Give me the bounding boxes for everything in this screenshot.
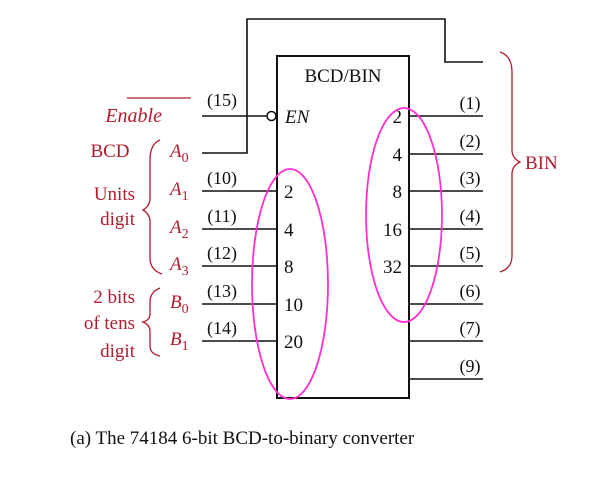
converter-block [276, 55, 410, 399]
input-pin-number: (12) [207, 243, 237, 264]
output-weight: 2 [393, 107, 403, 128]
output-weight: 32 [383, 257, 402, 278]
enable-pin-number: (15) [207, 90, 237, 111]
a0-feedback-wire [202, 18, 483, 154]
output-pin-number: (4) [460, 206, 481, 227]
bcd-label: BCD [90, 141, 129, 162]
bin-label: BIN [525, 153, 558, 174]
units-brace-icon [141, 139, 163, 275]
units-label: Units [94, 184, 135, 205]
input-name: A2 [168, 217, 189, 242]
caption: (a) The 74184 6-bit BCD-to-binary conver… [70, 428, 415, 449]
tens-label-1: 2 bits [93, 287, 135, 308]
bin-brace-icon [499, 51, 522, 273]
output-pin-number: (3) [460, 168, 481, 189]
input-name: A1 [168, 179, 189, 204]
enable-label: Enable [104, 105, 162, 127]
units-digit-label: digit [100, 209, 136, 230]
en-pin-label: EN [284, 107, 311, 128]
input-weight: 4 [284, 220, 294, 241]
input-name: B1 [170, 329, 189, 354]
tens-label-3: digit [100, 341, 136, 362]
output-weight: 4 [393, 145, 403, 166]
output-pin-number: (6) [460, 281, 481, 302]
input-weight: 2 [284, 182, 294, 203]
tens-label-2: of tens [84, 313, 135, 334]
output-weight: 8 [393, 182, 403, 203]
output-weights-highlight [365, 107, 443, 323]
output-pin-number: (7) [460, 318, 481, 339]
input-name: B0 [170, 292, 189, 317]
output-pin-number: (9) [460, 356, 481, 377]
input-pin-number: (13) [207, 281, 237, 302]
input-name: A0 [168, 141, 189, 166]
output-pin-number: (1) [460, 93, 481, 114]
output-pin-number: (2) [460, 131, 481, 152]
input-weight: 20 [284, 332, 303, 353]
input-pin-number: (11) [207, 206, 236, 227]
output-pin-number: (5) [460, 243, 481, 264]
inversion-bubble-icon [266, 110, 277, 122]
output-weight: 16 [383, 220, 402, 241]
input-pin-number: (10) [207, 168, 237, 189]
input-weight: 8 [284, 257, 294, 278]
input-weight: 10 [284, 295, 303, 316]
block-title: BCD/BIN [304, 66, 381, 87]
tens-brace-icon [141, 287, 161, 357]
input-name: A3 [168, 254, 189, 279]
input-weights-highlight [251, 168, 329, 400]
input-pin-number: (14) [207, 318, 237, 339]
